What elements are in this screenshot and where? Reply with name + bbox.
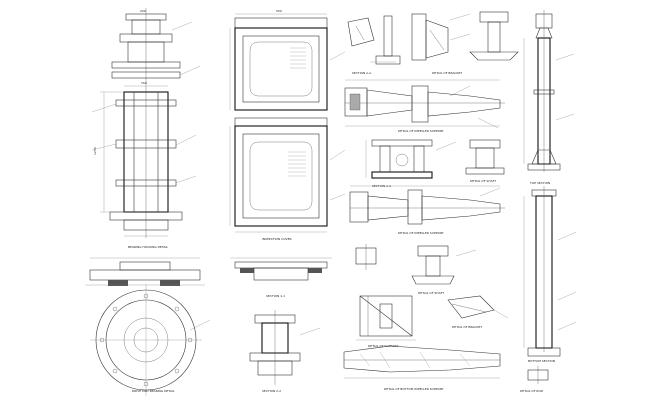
view-title: BOTTOM SECTION: [528, 359, 555, 363]
drive-end-bearing-section: [85, 257, 205, 286]
inspection-cover-bottom: [229, 117, 346, 233]
lower-details-group: [355, 244, 477, 285]
dim-label: 500: [276, 9, 282, 13]
view-title: BEARING HOUSING DETAIL: [128, 245, 168, 249]
view-title: DETAIL OF BRACKET: [452, 325, 482, 329]
impeller-support-2-view: [349, 185, 505, 225]
column-bottom-section: [523, 186, 577, 357]
dim-label: 150: [141, 81, 147, 85]
view-title: SECTION 2-2: [262, 389, 281, 393]
detail-shaft-view: [465, 139, 505, 175]
view-title: SECTION A-A: [352, 71, 372, 75]
bearing-housing-view: [91, 8, 201, 238]
base-plate-view: [365, 139, 457, 179]
plan-circle-view: [90, 284, 211, 396]
view-title: DETAIL OF IMPELLER SUPPORT: [398, 129, 444, 133]
inspection-cover-top: [229, 13, 346, 111]
dim-label: 1250: [93, 147, 97, 155]
section-a-a-view: [347, 15, 401, 65]
detail-rod-view: [527, 366, 549, 384]
view-title: INSPECTION COVER: [262, 237, 292, 241]
view-title: DETAIL OF BRACKET: [432, 71, 462, 75]
column-top-section: [523, 10, 575, 172]
detail-support-view: [356, 295, 416, 341]
bottom-impeller-view: [343, 345, 501, 379]
view-title: DETAIL OF SUPPORT: [368, 344, 398, 348]
view-title: DETAIL OF ROD: [520, 389, 544, 393]
dim-label: 200: [140, 9, 146, 13]
view-title: SECTION 1-1: [266, 294, 285, 298]
impeller-support-1-view: [344, 79, 505, 129]
detail-bracket-view: [411, 13, 471, 61]
view-title: DETAIL OF IMPELLER SUPPORT: [398, 231, 444, 235]
section-1-1-view: [230, 257, 332, 281]
view-title: DRIVE END BEARING DETAIL: [132, 389, 175, 393]
view-title: DETAIL OF SHAFT: [470, 179, 496, 183]
view-title: TOP SECTION: [529, 181, 550, 185]
view-title: DETAIL OF SHAFT: [418, 291, 444, 295]
view-title: DETAIL OF BOTTOM IMPELLER SUPPORT: [384, 387, 444, 391]
small-bracket-view: [447, 295, 509, 319]
section-2-2-view: [249, 310, 321, 385]
upper-bracket-group: [469, 11, 519, 61]
